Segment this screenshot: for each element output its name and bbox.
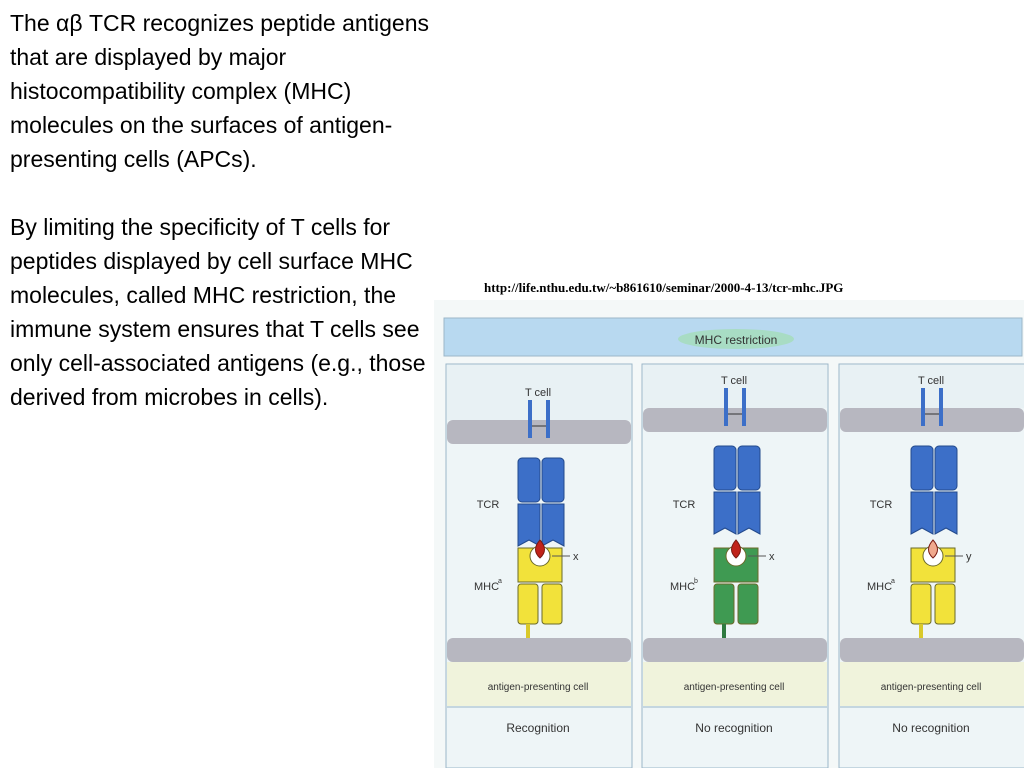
paragraph-tcr-recognition: The αβ TCR recognizes peptide antigens t… (10, 10, 430, 172)
title-pill (678, 329, 794, 349)
paragraph-mhc-restriction: By limiting the specificity of T cells f… (10, 214, 426, 410)
tcr-alpha-variable (910, 491, 934, 535)
t-cell-membrane (447, 420, 631, 444)
mhc-label: MHC (670, 581, 695, 593)
mhc-beta2m-domain (541, 583, 563, 625)
peptide (928, 539, 938, 559)
t-cell-membrane (643, 408, 827, 432)
tcr-label: TCR (477, 499, 500, 511)
tcr-beta-variable (934, 491, 958, 535)
tcr-alpha-constant (713, 445, 737, 491)
tcr-stalk-alpha (724, 388, 728, 426)
apc-label: antigen-presenting cell (684, 682, 785, 693)
figure-title: MHC restriction (695, 333, 778, 347)
tcr-beta-constant (541, 457, 565, 503)
peptide-label: x (573, 551, 579, 563)
apc-region (447, 662, 631, 706)
peptide-label: y (966, 551, 972, 563)
t-cell-region (447, 365, 631, 420)
tcr-stalk-beta (742, 388, 746, 426)
apc-region (643, 662, 827, 706)
t-cell-label: T cell (525, 387, 551, 399)
tcr-beta-variable (541, 503, 565, 547)
mhc-beta2m-domain (934, 583, 956, 625)
t-cell-label: T cell (721, 375, 747, 387)
tcr-stalk-alpha (528, 400, 532, 438)
tcr-alpha-constant (517, 457, 541, 503)
tcr-stalk-beta (546, 400, 550, 438)
apc-membrane (447, 638, 631, 662)
mhc-alpha-domain (517, 583, 539, 625)
mhc-restriction-diagram: MHC restriction T cellTCRxMHCaantigen-pr… (434, 300, 1024, 768)
apc-membrane (840, 638, 1024, 662)
tcr-beta-constant (737, 445, 761, 491)
result-label: No recognition (695, 721, 772, 735)
tcr-stalk-beta (939, 388, 943, 426)
mhc-beta2m-domain (737, 583, 759, 625)
peptide (535, 539, 545, 559)
t-cell-label: T cell (918, 375, 944, 387)
result-label: No recognition (892, 721, 969, 735)
t-cell-membrane (840, 408, 1024, 432)
t-cell-region (840, 365, 1024, 408)
tcr-stalk-alpha (921, 388, 925, 426)
mhc-allele-superscript: b (694, 578, 698, 585)
mhc-label: MHC (474, 581, 499, 593)
apc-label: antigen-presenting cell (488, 682, 589, 693)
tcr-label: TCR (870, 499, 893, 511)
mhc-allele-superscript: a (498, 578, 502, 585)
tcr-alpha-variable (517, 503, 541, 547)
mhc-alpha-domain (910, 583, 932, 625)
peptide-label: x (769, 551, 775, 563)
t-cell-region (643, 365, 827, 408)
tcr-alpha-variable (713, 491, 737, 535)
source-url: http://life.nthu.edu.tw/~b861610/seminar… (484, 280, 844, 295)
peptide (731, 539, 741, 559)
tcr-label: TCR (673, 499, 696, 511)
text-block: The αβ TCR recognizes peptide antigens t… (10, 6, 442, 414)
mhc-alpha-domain (713, 583, 735, 625)
mhc-allele-superscript: a (891, 578, 895, 585)
apc-label: antigen-presenting cell (881, 682, 982, 693)
apc-region (840, 662, 1024, 706)
apc-membrane (643, 638, 827, 662)
result-label: Recognition (506, 721, 569, 735)
mhc-label: MHC (867, 581, 892, 593)
tcr-beta-constant (934, 445, 958, 491)
tcr-alpha-constant (910, 445, 934, 491)
tcr-beta-variable (737, 491, 761, 535)
